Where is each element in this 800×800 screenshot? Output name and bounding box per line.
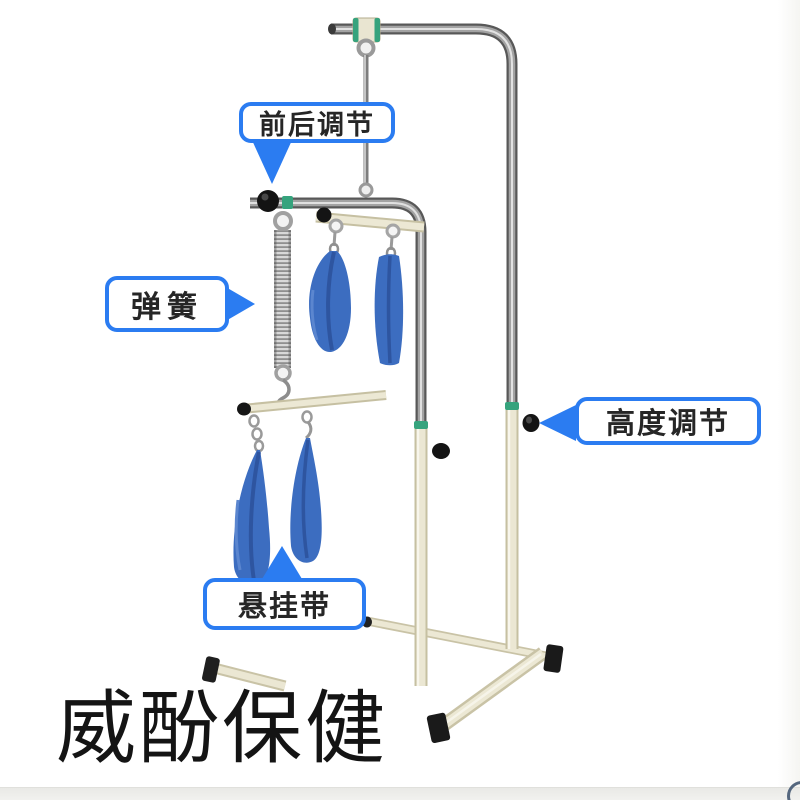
callout-pointer-spring — [224, 286, 255, 322]
spring-coil — [274, 230, 291, 368]
upper-strap-right — [374, 254, 404, 366]
outer-post-and-top-crossbar — [328, 23, 540, 649]
callout-hanging-straps: 悬挂带 — [203, 578, 366, 630]
callout-straps-label: 悬挂带 — [237, 591, 331, 623]
spreader-bar-cap — [237, 402, 251, 416]
callout-height-adjust: 高度调节 — [575, 397, 761, 445]
base-rear-legs — [202, 616, 547, 692]
lower-strap-left — [233, 450, 271, 585]
bottom-edge-strip — [0, 787, 800, 800]
crossbar-end-knob — [257, 190, 279, 212]
hanger-bar-knob — [316, 207, 332, 223]
spring-assembly — [273, 211, 293, 409]
hanger-bar — [315, 207, 425, 260]
inner-post-knob — [432, 443, 450, 459]
callout-pointer-front-back — [251, 138, 293, 184]
height-adjust-knob — [522, 414, 540, 432]
corner-arc-icon — [787, 781, 800, 800]
upper-strap-left — [309, 251, 351, 353]
callout-spring-label: 弹簧 — [131, 291, 203, 324]
rear-foot-cap — [202, 656, 220, 683]
front-foot — [426, 712, 451, 744]
lower-strap-right — [290, 438, 322, 563]
right-edge-shade — [778, 0, 800, 800]
callout-pointer-height — [539, 405, 576, 441]
callout-pointer-straps — [262, 546, 302, 579]
brand-watermark: 威酚保健 — [56, 686, 388, 774]
right-foot — [543, 644, 564, 673]
spreader-bar — [237, 390, 387, 453]
height-lock-band — [505, 402, 519, 410]
callout-front-back-adjust: 前后调节 — [239, 102, 395, 143]
callout-front-back-label: 前后调节 — [259, 110, 375, 140]
base-front-leg-and-feet — [426, 644, 564, 744]
callout-spring: 弹簧 — [105, 276, 229, 332]
callout-height-label: 高度调节 — [605, 408, 730, 440]
